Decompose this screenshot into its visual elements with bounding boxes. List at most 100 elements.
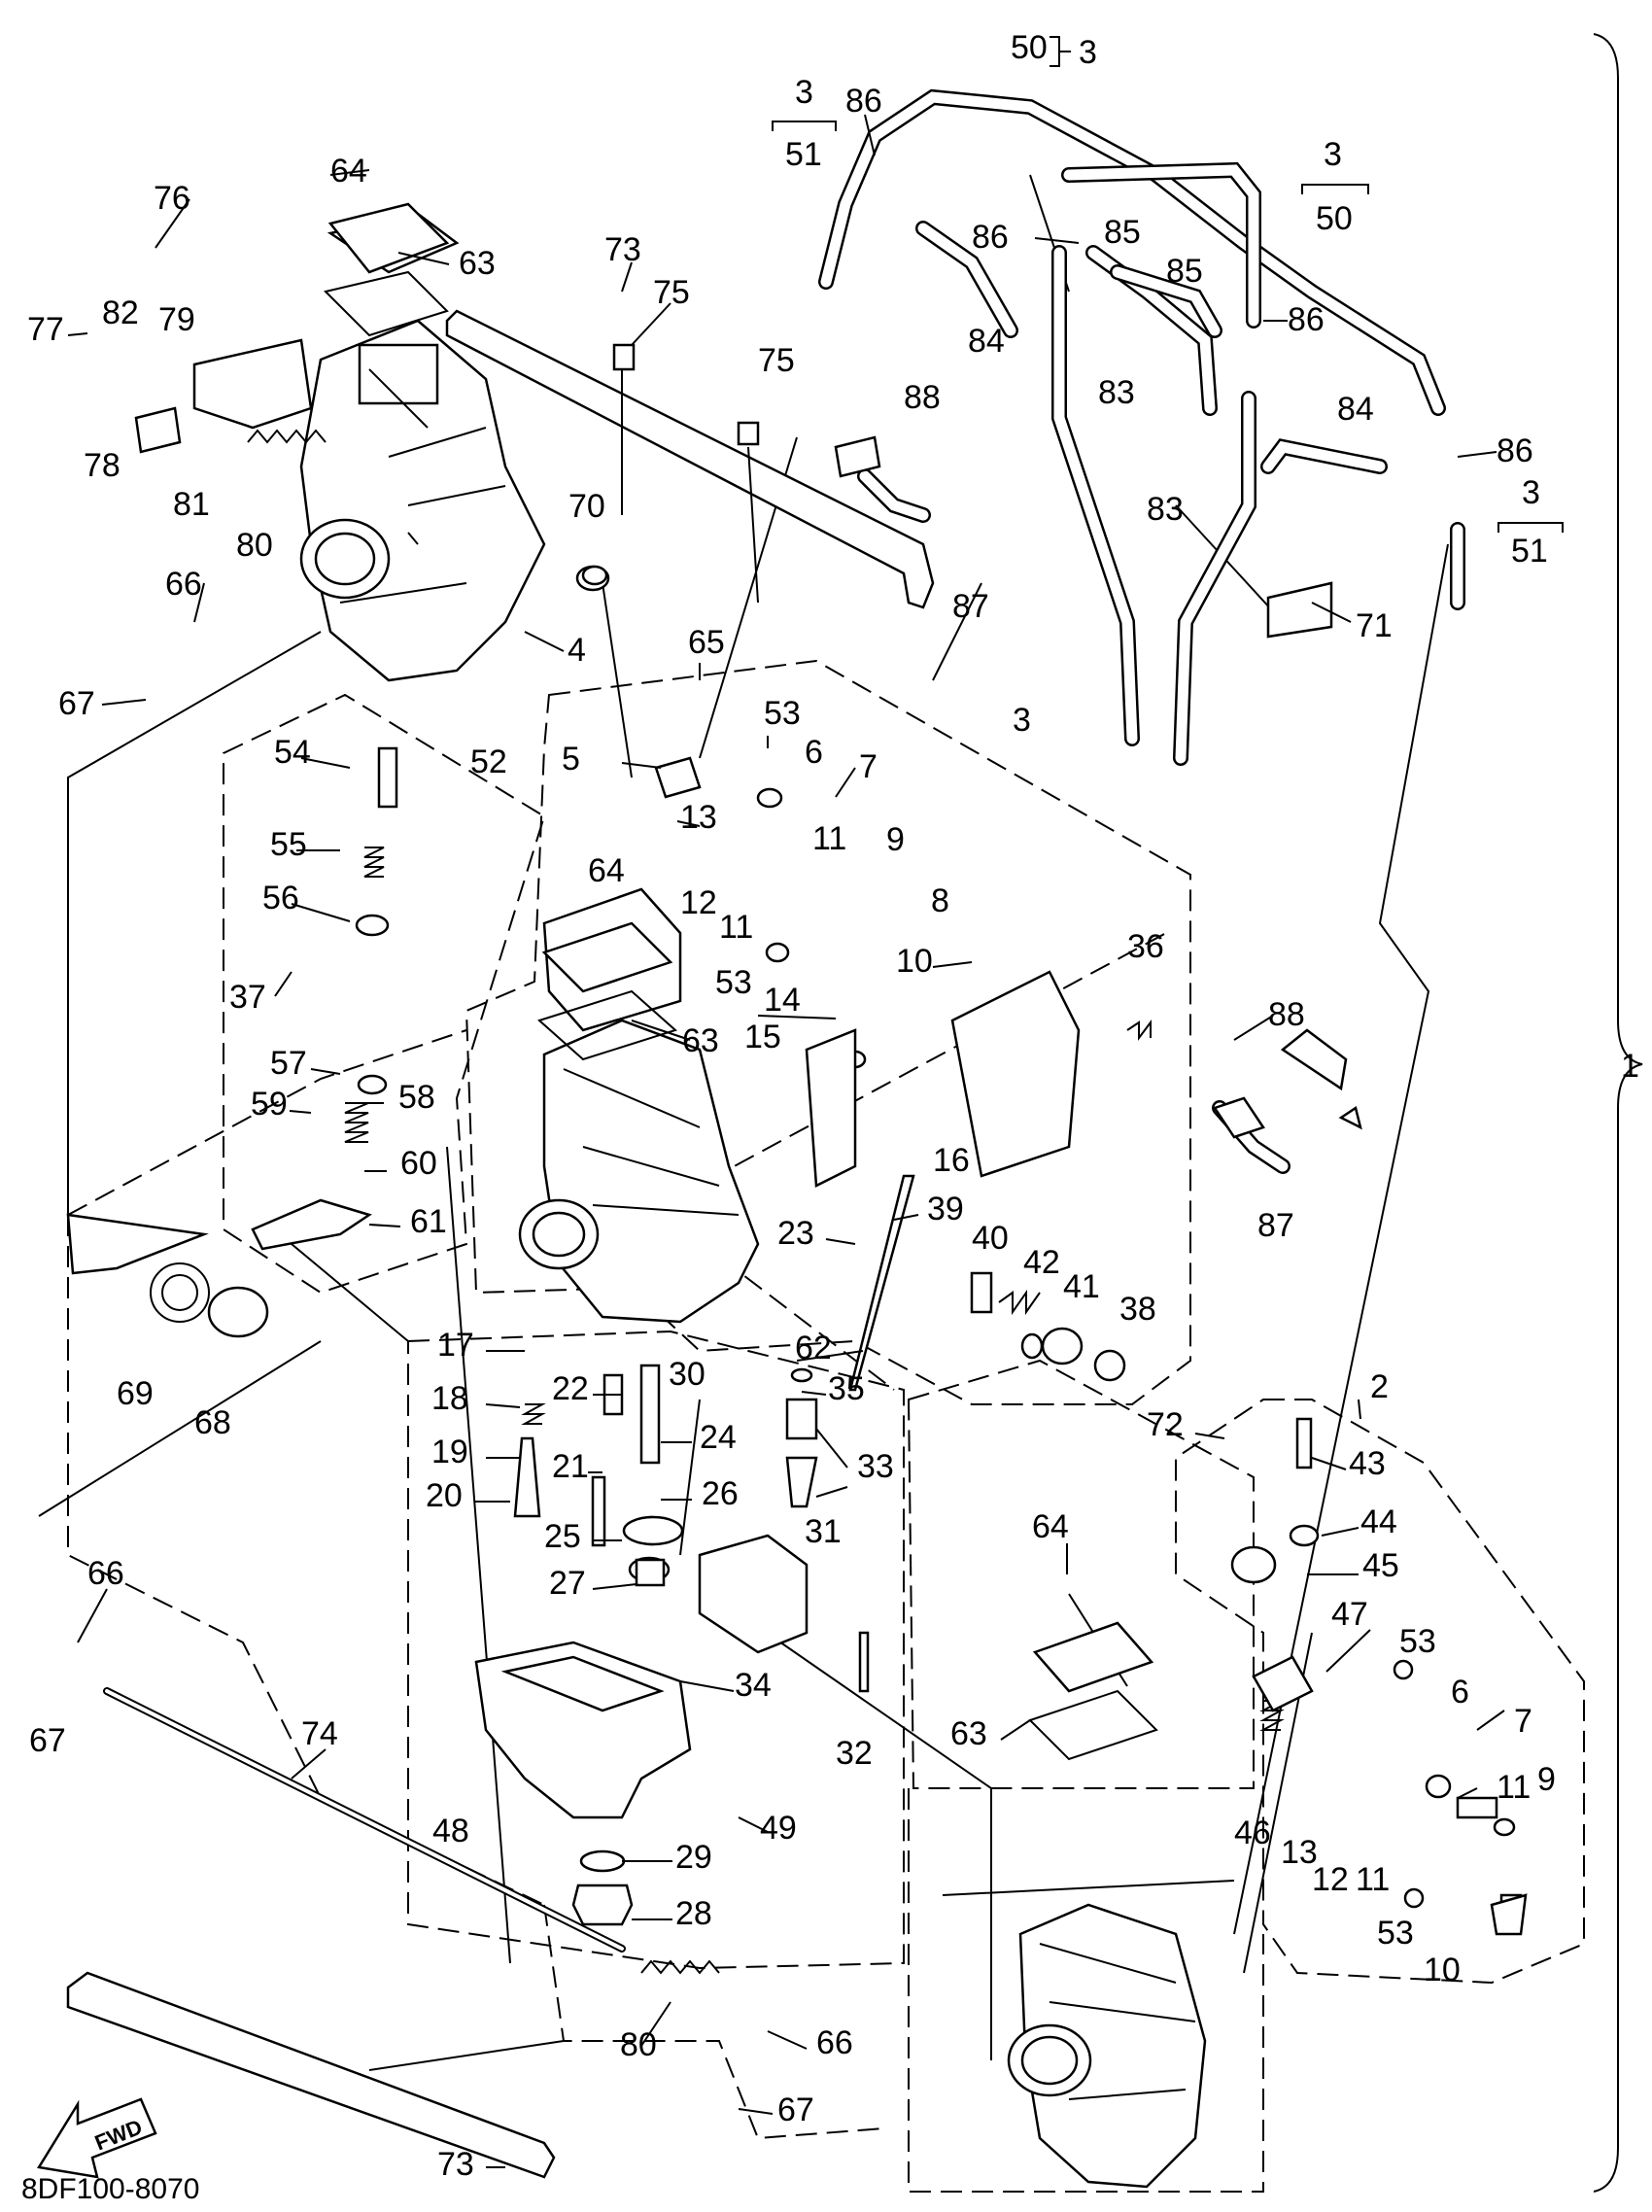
group-outline-upper-left xyxy=(223,693,546,1295)
svg-text:88: 88 xyxy=(904,379,941,416)
svg-text:65: 65 xyxy=(688,624,725,661)
svg-text:11: 11 xyxy=(1497,1769,1531,1806)
top-cover-center xyxy=(537,921,677,1061)
svg-text:73: 73 xyxy=(437,2146,474,2183)
svg-text:3: 3 xyxy=(1522,474,1540,511)
linkage-line-2 xyxy=(67,1029,467,1216)
assembly-bracket xyxy=(1593,33,1643,2193)
svg-text:51: 51 xyxy=(785,136,822,173)
svg-text:83: 83 xyxy=(1098,374,1135,411)
svg-text:86: 86 xyxy=(1288,301,1325,338)
svg-text:43: 43 xyxy=(1349,1445,1386,1482)
svg-text:36: 36 xyxy=(1127,928,1164,965)
svg-text:31: 31 xyxy=(805,1513,842,1550)
svg-text:32: 32 xyxy=(836,1735,873,1772)
svg-text:59: 59 xyxy=(251,1086,288,1123)
svg-text:28: 28 xyxy=(675,1895,712,1932)
svg-text:63: 63 xyxy=(682,1022,719,1059)
svg-text:85: 85 xyxy=(1166,253,1203,290)
svg-text:64: 64 xyxy=(588,852,625,889)
svg-text:7: 7 xyxy=(859,748,878,785)
svg-text:83: 83 xyxy=(1147,491,1184,528)
group-outline-2 xyxy=(1175,1399,1585,1985)
svg-text:64: 64 xyxy=(1032,1508,1069,1545)
svg-text:86: 86 xyxy=(972,219,1009,256)
svg-text:3: 3 xyxy=(795,74,813,111)
svg-text:51: 51 xyxy=(1511,533,1548,570)
leader-dash xyxy=(670,932,1167,1391)
svg-text:4: 4 xyxy=(568,632,586,669)
svg-text:86: 86 xyxy=(845,83,882,120)
svg-text:48: 48 xyxy=(432,1813,469,1849)
callout-50-top: 50 3 xyxy=(1011,29,1097,71)
svg-text:85: 85 xyxy=(1104,214,1141,251)
group-outline-center-lower xyxy=(407,1330,905,1970)
svg-text:54: 54 xyxy=(274,734,311,771)
svg-text:24: 24 xyxy=(700,1419,737,1456)
svg-text:63: 63 xyxy=(459,245,496,282)
svg-text:75: 75 xyxy=(758,342,795,379)
svg-text:6: 6 xyxy=(805,734,823,771)
svg-text:37: 37 xyxy=(229,979,266,1016)
svg-text:6: 6 xyxy=(1451,1674,1469,1711)
svg-text:13: 13 xyxy=(680,799,717,836)
svg-text:76: 76 xyxy=(154,180,190,217)
callout-3-51-right: 3 51 xyxy=(1497,474,1564,570)
svg-text:33: 33 xyxy=(857,1448,894,1485)
svg-text:82: 82 xyxy=(102,294,139,331)
svg-text:70: 70 xyxy=(568,488,605,525)
svg-text:80: 80 xyxy=(236,527,273,564)
svg-text:9: 9 xyxy=(886,821,905,858)
figure-code: 8DF100-8070 xyxy=(21,2173,199,2205)
svg-text:18: 18 xyxy=(431,1380,468,1417)
svg-text:63: 63 xyxy=(950,1715,987,1752)
svg-text:78: 78 xyxy=(84,447,120,484)
svg-text:50: 50 xyxy=(1011,29,1048,66)
svg-text:10: 10 xyxy=(1424,1952,1461,1988)
svg-text:40: 40 xyxy=(972,1220,1009,1257)
svg-text:71: 71 xyxy=(1356,607,1393,644)
svg-text:39: 39 xyxy=(927,1191,964,1227)
svg-text:8: 8 xyxy=(931,882,949,919)
svg-text:52: 52 xyxy=(470,743,507,780)
callout-3-50-right: 3 50 xyxy=(1301,136,1369,237)
svg-text:12: 12 xyxy=(680,884,717,921)
callout-1: 1 xyxy=(1621,1048,1639,1085)
svg-text:11: 11 xyxy=(1356,1861,1390,1898)
svg-text:45: 45 xyxy=(1362,1547,1399,1584)
svg-text:55: 55 xyxy=(270,826,307,863)
svg-text:35: 35 xyxy=(828,1370,865,1407)
float-bowl xyxy=(474,1641,692,1926)
svg-text:50: 50 xyxy=(1316,200,1353,237)
svg-text:60: 60 xyxy=(400,1145,437,1182)
svg-text:11: 11 xyxy=(812,820,846,857)
svg-text:3: 3 xyxy=(1079,34,1097,71)
svg-text:66: 66 xyxy=(165,566,202,603)
svg-text:84: 84 xyxy=(968,323,1005,360)
svg-text:21: 21 xyxy=(552,1448,589,1485)
svg-text:47: 47 xyxy=(1331,1596,1368,1633)
svg-text:16: 16 xyxy=(933,1142,970,1179)
part-callouts: 64 76 63 73 75 75 77 82 79 78 81 80 70 6… xyxy=(27,83,1556,2183)
svg-text:67: 67 xyxy=(777,2091,814,2128)
svg-text:88: 88 xyxy=(1268,996,1305,1033)
svg-text:77: 77 xyxy=(27,311,64,348)
svg-text:86: 86 xyxy=(1497,432,1533,469)
svg-text:30: 30 xyxy=(669,1356,706,1393)
svg-text:5: 5 xyxy=(562,741,580,778)
svg-text:74: 74 xyxy=(301,1715,338,1752)
svg-text:79: 79 xyxy=(158,301,195,338)
svg-text:27: 27 xyxy=(549,1565,586,1602)
svg-text:58: 58 xyxy=(398,1079,435,1116)
svg-text:87: 87 xyxy=(1257,1207,1294,1244)
svg-text:13: 13 xyxy=(1281,1834,1318,1871)
svg-text:41: 41 xyxy=(1063,1268,1100,1305)
svg-text:53: 53 xyxy=(1377,1915,1414,1952)
group-outline-lower-right xyxy=(907,1359,1264,2193)
svg-text:84: 84 xyxy=(1337,391,1374,428)
svg-text:9: 9 xyxy=(1537,1761,1556,1798)
top-rail xyxy=(445,309,935,609)
svg-text:20: 20 xyxy=(426,1477,463,1514)
svg-text:3: 3 xyxy=(1324,136,1342,173)
svg-text:14: 14 xyxy=(764,982,801,1019)
